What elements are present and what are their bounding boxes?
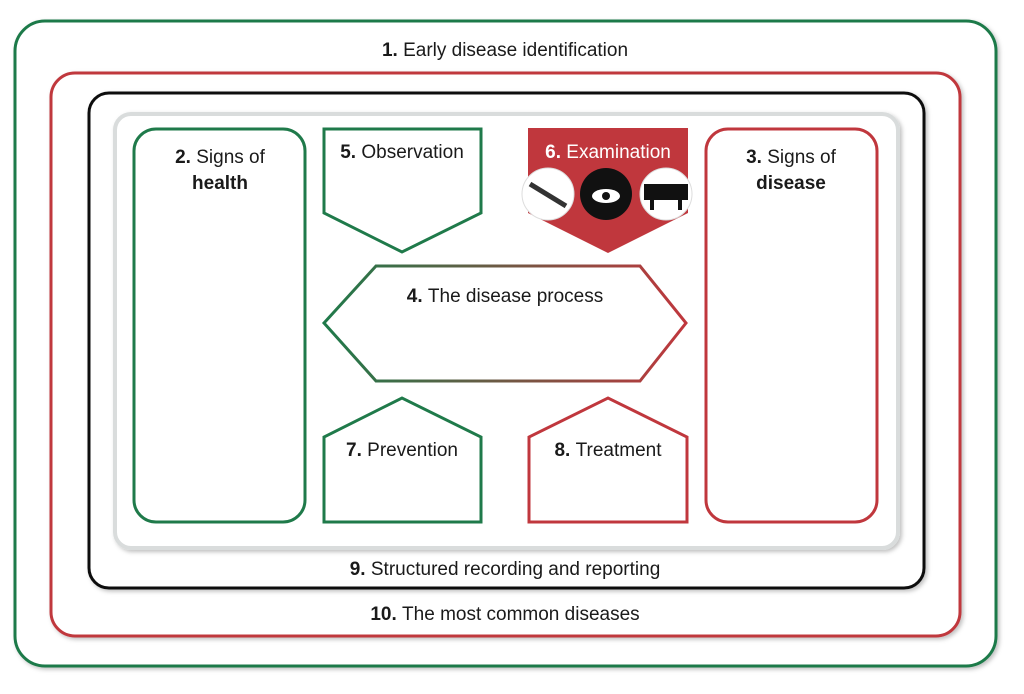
svg-text:6. Examination: 6. Examination bbox=[545, 142, 671, 163]
observation-box: 5. Observation bbox=[322, 127, 483, 254]
prevention-box: 7. Prevention bbox=[322, 396, 483, 524]
thermometer-icon bbox=[521, 167, 575, 221]
eye-examination-icon bbox=[580, 168, 632, 220]
signs-of-disease-box: 3. Signs of disease bbox=[704, 127, 879, 524]
signs-of-health-box: 2. Signs of health bbox=[132, 127, 307, 524]
examination-box: 6. Examination bbox=[521, 128, 693, 253]
svg-text:5. Observation: 5. Observation bbox=[340, 142, 464, 163]
svg-text:health: health bbox=[192, 173, 248, 194]
svg-text:2. Signs of: 2. Signs of bbox=[175, 147, 266, 168]
layer-9-title: 9. Structured recording and reporting bbox=[350, 559, 661, 580]
svg-text:disease: disease bbox=[756, 173, 826, 194]
svg-text:3. Signs of: 3. Signs of bbox=[746, 147, 837, 168]
layer-10-title: 10. The most common diseases bbox=[370, 604, 639, 625]
layer-1-title: 1. Early disease identification bbox=[382, 40, 628, 61]
cow-icon bbox=[639, 167, 693, 221]
svg-text:8. Treatment: 8. Treatment bbox=[554, 440, 662, 461]
svg-text:4. The disease process: 4. The disease process bbox=[407, 286, 603, 307]
svg-text:7. Prevention: 7. Prevention bbox=[346, 440, 458, 461]
disease-process-box: 4. The disease process bbox=[321, 264, 688, 383]
treatment-box: 8. Treatment bbox=[527, 396, 689, 524]
